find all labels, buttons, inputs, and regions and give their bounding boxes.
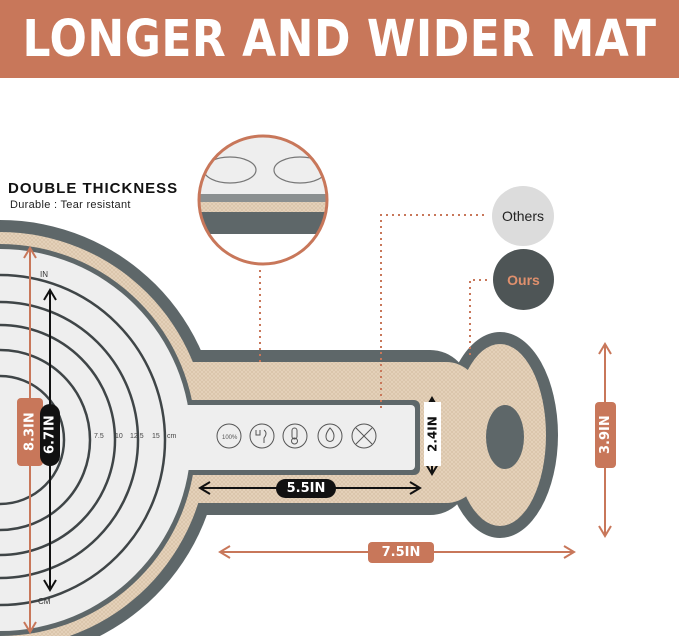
handle-height-label: 2.4IN (424, 402, 441, 466)
title-banner: LONGER AND WIDER MAT (0, 0, 679, 78)
food-safe-icon (249, 423, 275, 449)
banner-title: LONGER AND WIDER MAT (22, 10, 657, 69)
handle-end-height-label: 3.9IN (595, 402, 616, 468)
cm-tick: 15 (152, 433, 160, 440)
thickness-zoom (197, 134, 329, 266)
unit-cm-label: CM (38, 597, 51, 606)
fire-icon (317, 423, 343, 449)
unit-in-label: IN (40, 270, 48, 279)
ours-bubble: Ours (493, 249, 554, 310)
temperature-icon (282, 423, 308, 449)
inner-height-label: 6.7IN (40, 404, 60, 466)
svg-text:100%: 100% (222, 435, 238, 441)
platinum-silicone-icon: 100% (216, 423, 242, 449)
cm-tick: 7.5 (94, 433, 104, 440)
cm-tick: cm (167, 433, 177, 440)
handle-length-label: 5.5IN (276, 479, 336, 498)
measurement-circles (0, 273, 167, 607)
feature-heading: DOUBLE THICKNESS (8, 180, 179, 197)
cm-scale: 7.5 10 12.5 15 cm (94, 433, 177, 440)
leader-lines (259, 214, 490, 408)
mat-surface (0, 244, 420, 636)
no-cut-icon (351, 423, 377, 449)
feature-subheading: Durable : Tear resistant (10, 199, 131, 211)
feature-icons: 100% (216, 423, 377, 449)
cm-tick: 10 (115, 433, 123, 440)
handle-hole (486, 405, 524, 469)
cm-tick: 12.5 (130, 433, 144, 440)
others-bubble: Others (492, 186, 554, 246)
total-length-label: 7.5IN (368, 542, 434, 563)
